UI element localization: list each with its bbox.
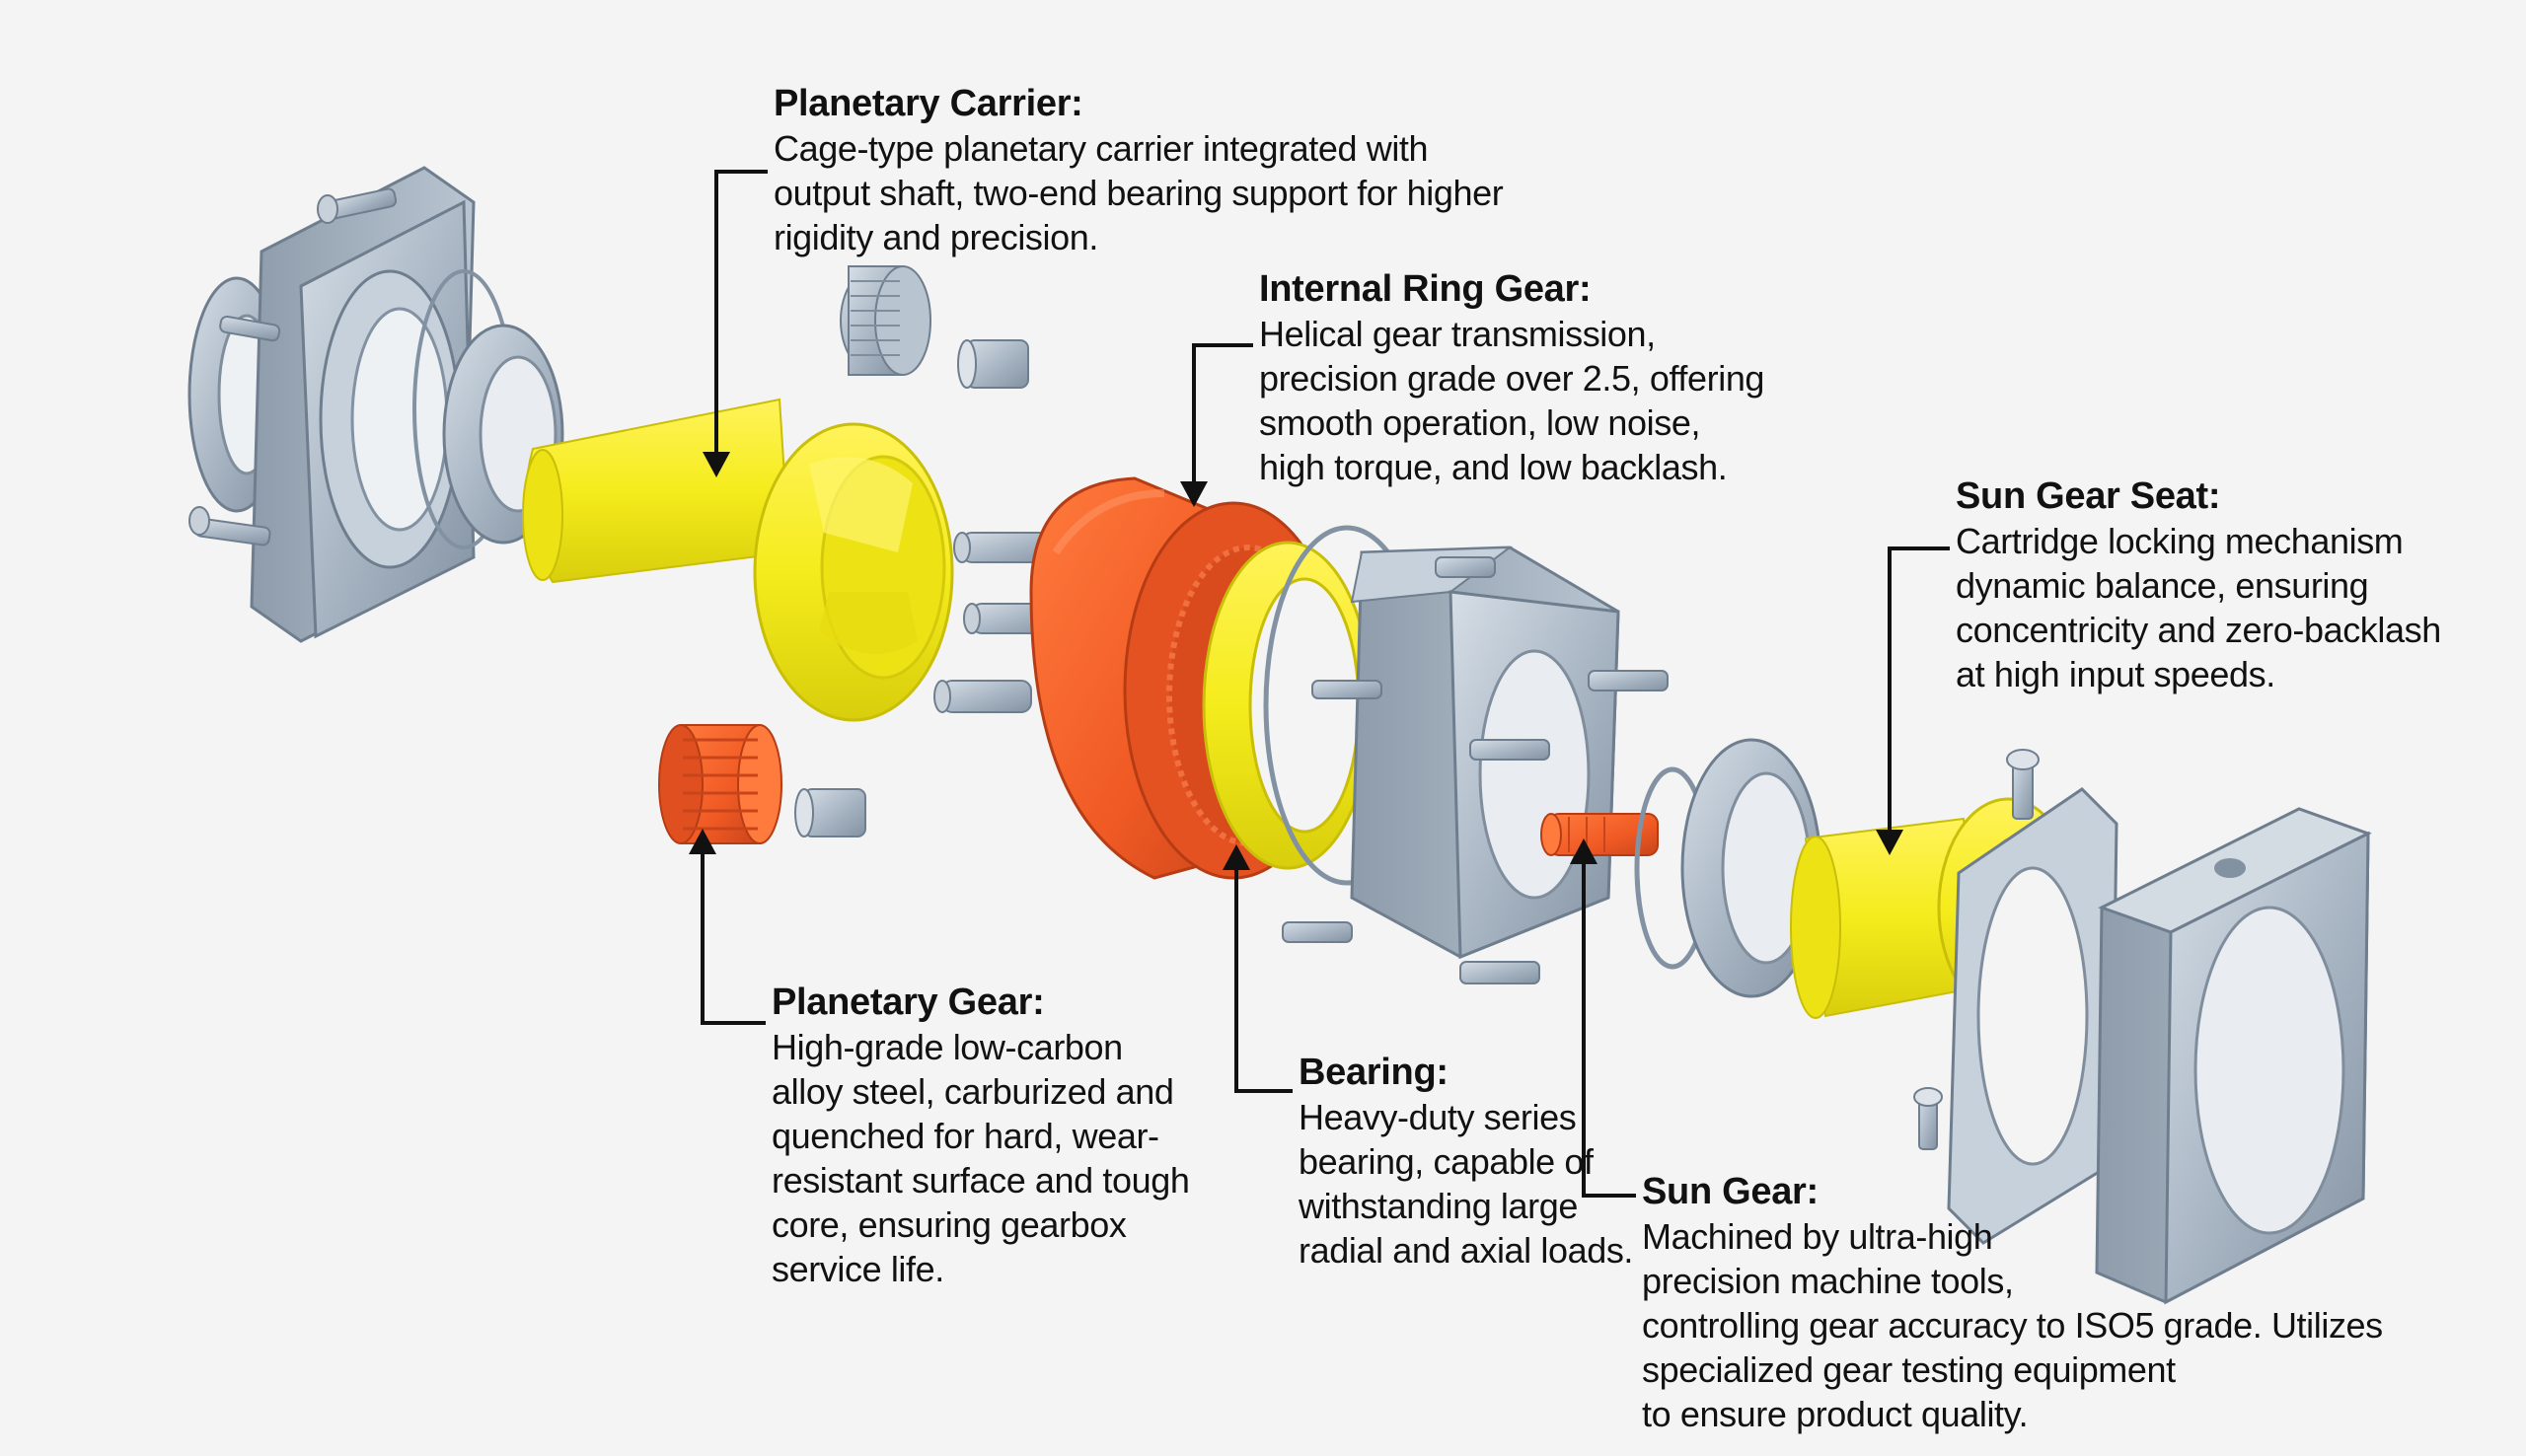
leader-planetary-gear	[701, 850, 766, 1025]
callout-description: High-grade low-carbon alloy steel, carbu…	[772, 1025, 1190, 1291]
bearing-part	[1202, 525, 1431, 886]
callout-line: Helical gear transmission,	[1259, 314, 1656, 354]
callout-line: resistant surface and tough	[772, 1160, 1190, 1201]
needle-roller	[794, 339, 1029, 837]
callout-line: Machined by ultra-high	[1642, 1216, 1993, 1257]
callout-line: service life.	[772, 1249, 944, 1289]
planetary-gear-orange	[658, 724, 782, 844]
callout-title: Internal Ring Gear:	[1259, 268, 1592, 310]
input-gasket	[1913, 749, 2118, 1245]
arrowhead-sun-gear-seat	[1876, 830, 1903, 855]
callout-line: smooth operation, low noise,	[1259, 402, 1701, 443]
planetary-gear-steel	[840, 265, 931, 376]
arrowhead-planetary-gear	[689, 829, 716, 854]
callout-description: Cartridge locking mechanism dynamic bala…	[1956, 519, 2441, 696]
callout-line: output shaft, two-end bearing support fo…	[774, 173, 1504, 213]
callout-line: at high input speeds.	[1956, 654, 2275, 694]
input-housing	[2095, 807, 2372, 1305]
callout-line: high torque, and low backlash.	[1259, 447, 1728, 487]
sun-gear-part	[1540, 813, 1659, 856]
callout-line: core, ensuring gearbox	[772, 1204, 1127, 1245]
callout-title: Sun Gear Seat:	[1956, 475, 2221, 517]
callout-line: bearing, capable of	[1299, 1141, 1594, 1182]
arrowhead-planetary-carrier	[703, 452, 730, 477]
callout-line: specialized gear testing equipment	[1642, 1349, 2176, 1390]
callout-line: rigidity and precision.	[774, 217, 1098, 257]
callout-line: precision machine tools,	[1642, 1261, 2014, 1301]
callout-line: concentricity and zero-backlash	[1956, 610, 2441, 650]
arrowhead-bearing	[1223, 844, 1250, 870]
leader-lines	[701, 170, 1950, 1198]
leader-internal-ring-gear	[1192, 343, 1253, 485]
callout-line: High-grade low-carbon	[772, 1027, 1123, 1067]
callout-line: Heavy-duty series	[1299, 1097, 1577, 1137]
callout-line: to ensure product quality.	[1642, 1394, 2029, 1434]
callout-line: alloy steel, carburized and	[772, 1071, 1174, 1112]
input-bearing	[1634, 738, 1822, 998]
leader-arrowheads	[689, 452, 1903, 870]
callout-description: Cage-type planetary carrier integrated w…	[774, 126, 1504, 259]
callout-bearing: Bearing: Heavy-duty series bearing, capa…	[1299, 1050, 1633, 1273]
callout-title: Planetary Gear:	[772, 982, 1045, 1023]
leader-planetary-carrier	[714, 170, 768, 456]
callout-line: precision grade over 2.5, offering	[1259, 358, 1765, 399]
callout-line: radial and axial loads.	[1299, 1230, 1634, 1271]
callout-title: Planetary Carrier:	[774, 83, 1083, 124]
callout-internal-ring-gear: Internal Ring Gear: Helical gear transmi…	[1259, 266, 1764, 489]
callout-description: Heavy-duty series bearing, capable of wi…	[1299, 1095, 1633, 1273]
callout-title: Bearing:	[1299, 1052, 1449, 1093]
callout-planetary-carrier: Planetary Carrier: Cage-type planetary c…	[774, 81, 1504, 259]
callout-planetary-gear: Planetary Gear: High-grade low-carbon al…	[772, 980, 1190, 1291]
callout-description: Machined by ultra-high precision machine…	[1642, 1214, 2383, 1436]
arrowhead-internal-ring-gear	[1180, 481, 1208, 507]
leader-bearing	[1234, 866, 1293, 1093]
callout-title: Sun Gear:	[1642, 1171, 1819, 1212]
arrowhead-sun-gear	[1570, 838, 1597, 864]
leader-sun-gear	[1582, 860, 1636, 1198]
callout-line: quenched for hard, wear-	[772, 1116, 1159, 1156]
callout-line: Cartridge locking mechanism	[1956, 521, 2404, 561]
callout-line: withstanding large	[1299, 1186, 1578, 1226]
leader-sun-gear-seat	[1888, 546, 1950, 834]
planetary-carrier-part	[522, 398, 954, 722]
callout-sun-gear-seat: Sun Gear Seat: Cartridge locking mechani…	[1956, 473, 2441, 696]
callout-sun-gear: Sun Gear: Machined by ultra-high precisi…	[1642, 1169, 2383, 1436]
callout-line: dynamic balance, ensuring	[1956, 565, 2369, 606]
output-flange	[187, 166, 564, 643]
callout-line: Cage-type planetary carrier integrated w…	[774, 128, 1429, 169]
callout-description: Helical gear transmission, precision gra…	[1259, 312, 1764, 489]
callout-line: controlling gear accuracy to ISO5 grade.…	[1642, 1305, 2383, 1346]
